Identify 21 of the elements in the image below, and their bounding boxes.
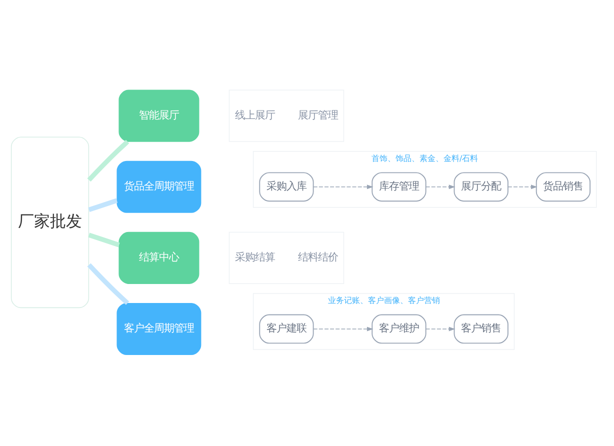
node-box: 库存管理 (372, 172, 426, 202)
arrow (426, 184, 456, 190)
node-box: 货品销售 (536, 172, 591, 202)
connector (88, 232, 120, 248)
connector (88, 198, 118, 212)
node-box: 结算中心 (118, 232, 200, 284)
connector (87, 140, 130, 182)
node-box: 客户全周期管理 (116, 302, 202, 356)
node-box: 客户维护 (372, 314, 426, 344)
arrow (508, 184, 538, 190)
connector (87, 263, 130, 305)
node-box: 采购入库 (259, 172, 314, 202)
arrow (313, 326, 374, 332)
node-box: 智能展厅 (118, 90, 200, 142)
node-box: 展厅分配 (454, 172, 508, 202)
node-box: 客户销售 (454, 314, 508, 344)
node-box: 客户建联 (259, 314, 314, 344)
node-box: 厂家批发 (10, 136, 90, 308)
node-box: 货品全周期管理 (116, 160, 202, 213)
arrow (426, 326, 456, 332)
arrow (313, 184, 374, 190)
